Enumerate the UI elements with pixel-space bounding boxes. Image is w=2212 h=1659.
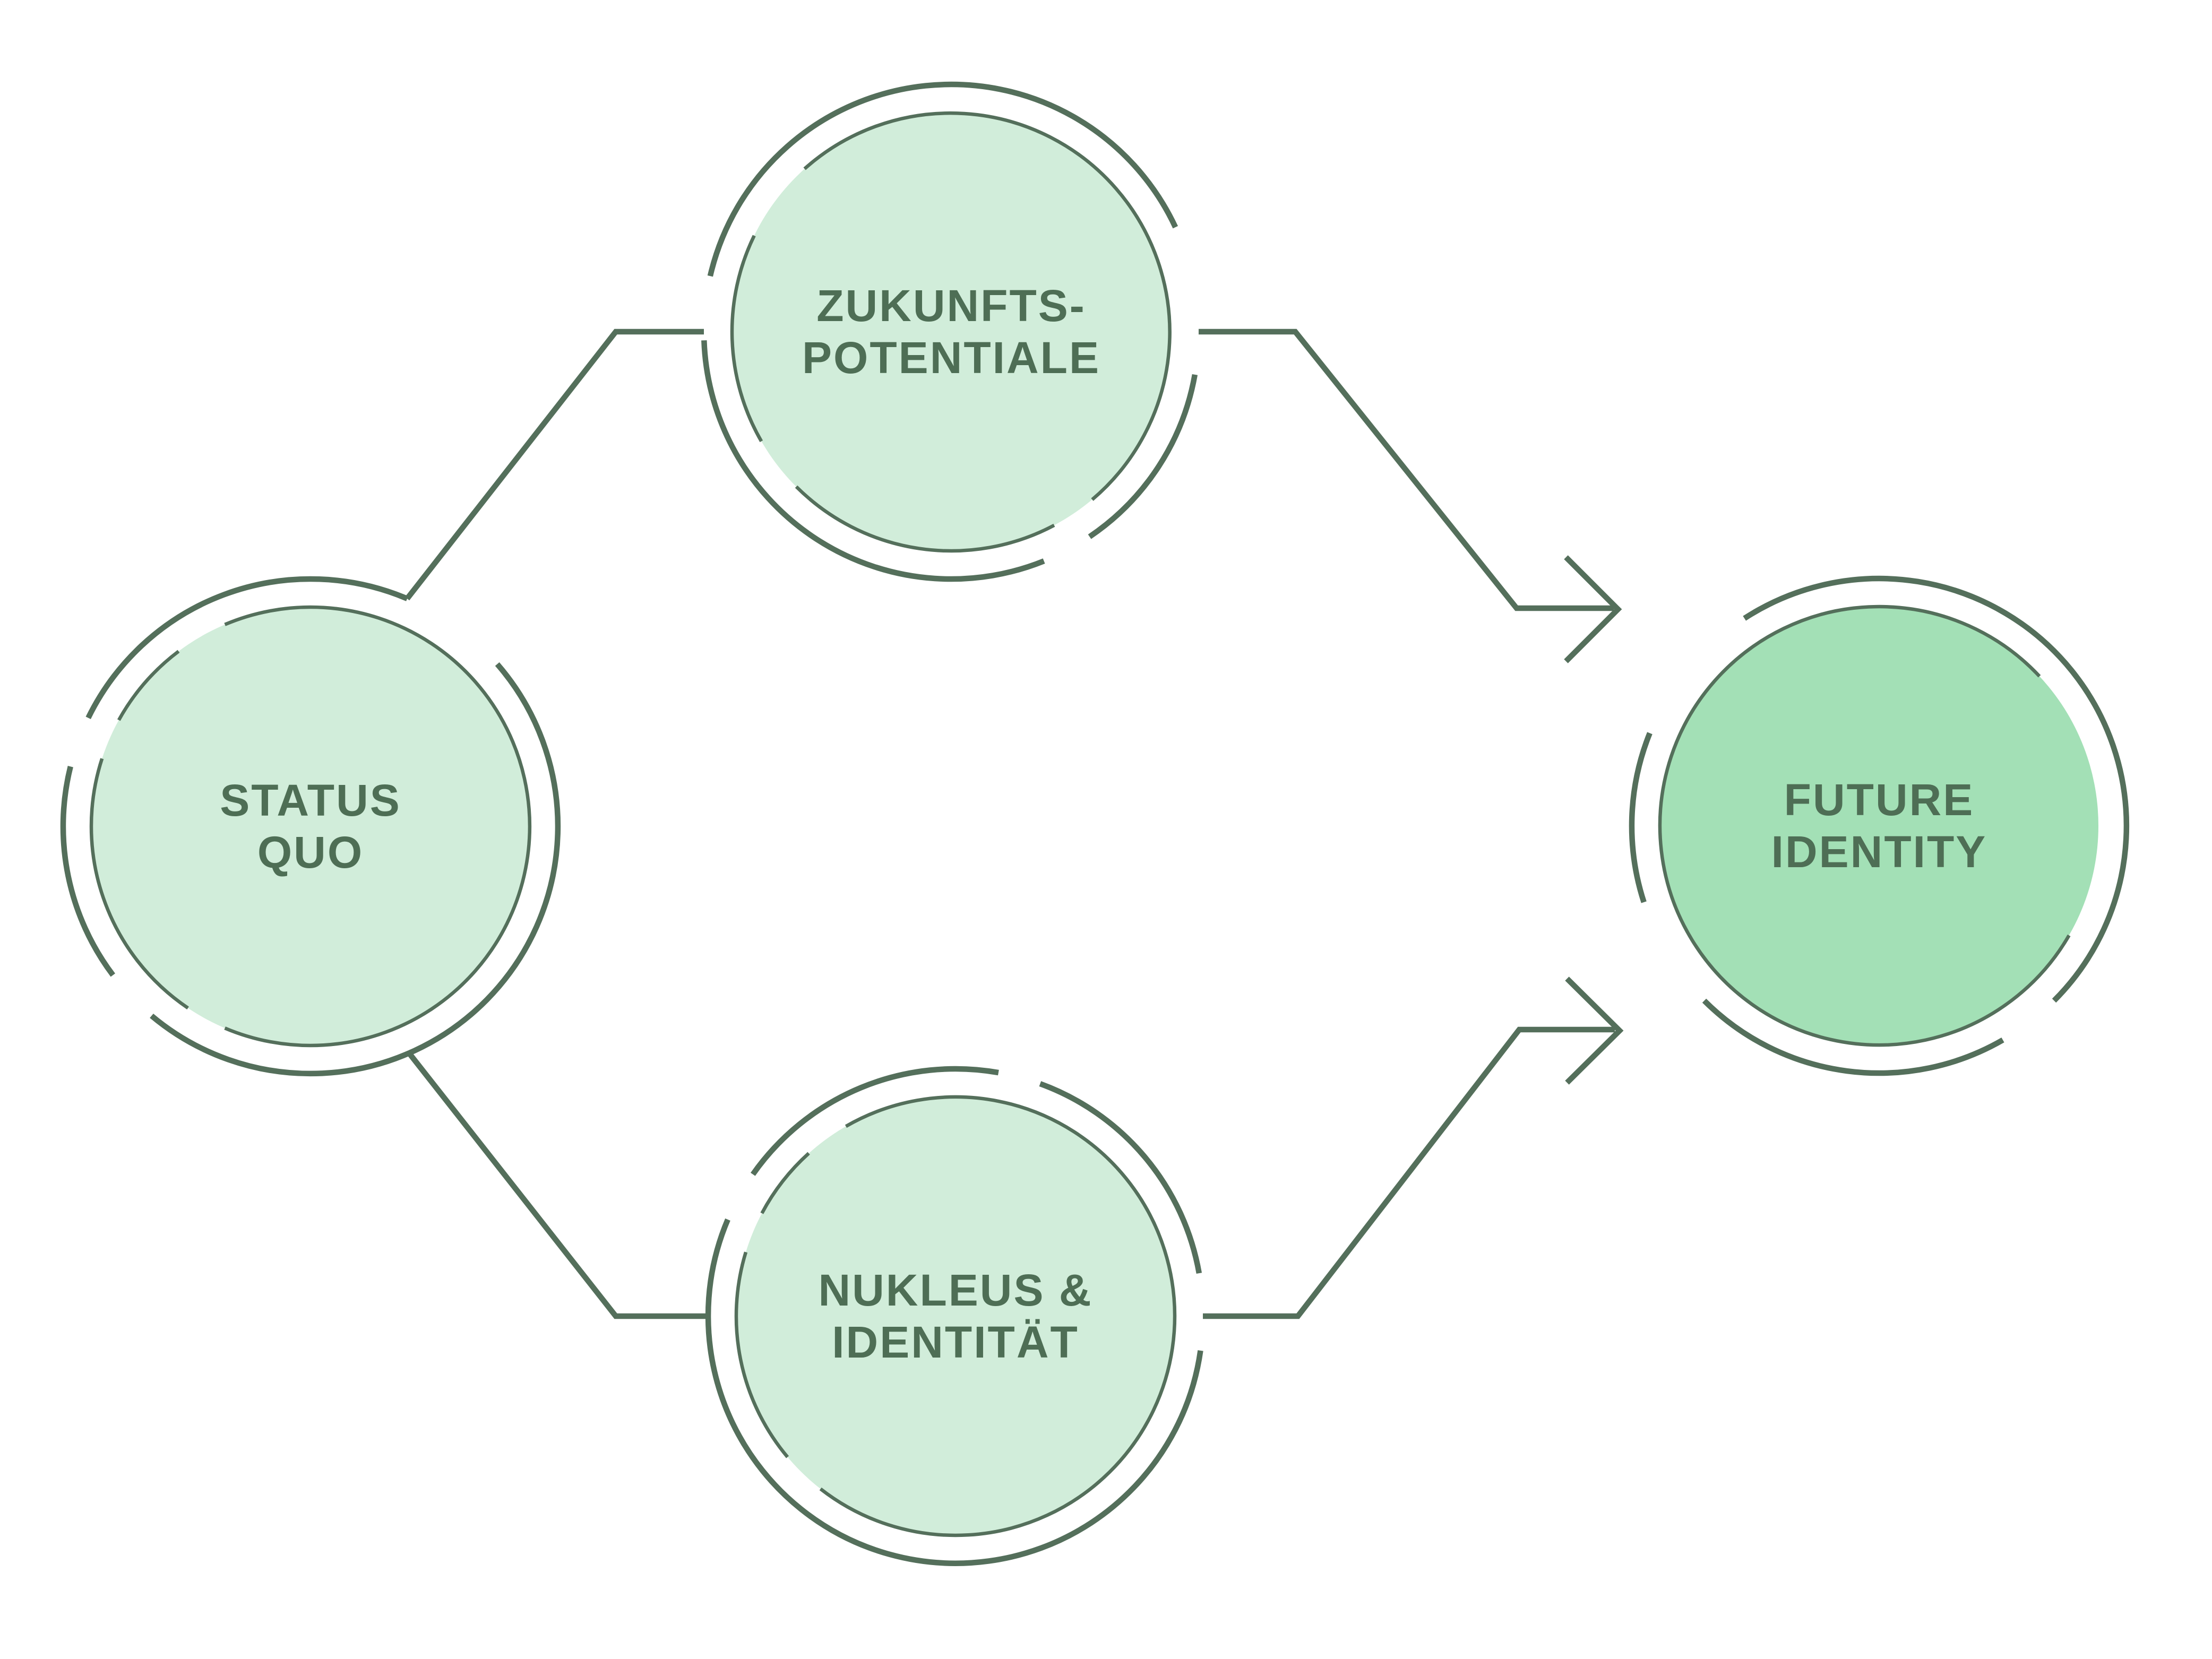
zukunftspotentiale-label-line2: POTENTIALE bbox=[802, 333, 1100, 383]
node-status-quo: STATUS QUO bbox=[60, 576, 561, 1077]
node-zukunftspotentiale: ZUKUNFTS- POTENTIALE bbox=[701, 81, 1198, 582]
nukleus-identitaet-ring-arcs bbox=[705, 1066, 1203, 1566]
status-quo-circle bbox=[91, 607, 530, 1045]
nukleus-identitaet-label-line2: IDENTITÄT bbox=[832, 1317, 1079, 1367]
inner-ring-arc bbox=[819, 1095, 1177, 1537]
outer-ring-arc bbox=[85, 576, 409, 720]
connectors bbox=[404, 329, 1624, 1319]
future-identity-circle bbox=[1660, 607, 2098, 1045]
inner-ring-arc bbox=[795, 485, 1055, 553]
inner-ring-arc bbox=[224, 605, 532, 1048]
inner-ring-arc bbox=[730, 235, 763, 443]
outer-ring-arc bbox=[1088, 374, 1198, 539]
connector-statusquo-to-zukunftspotentiale bbox=[404, 329, 704, 601]
outer-ring-arc bbox=[705, 1218, 1203, 1566]
zukunftspotentiale-ring-arcs bbox=[701, 81, 1198, 582]
status-quo-label-line1: STATUS bbox=[220, 775, 401, 825]
inner-ring-arc bbox=[734, 1251, 789, 1458]
future-identity-label-line2: IDENTITY bbox=[1771, 827, 1987, 877]
zukunftspotentiale-label-line1: ZUKUNFTS- bbox=[816, 281, 1086, 331]
status-quo-ring-arcs bbox=[60, 576, 561, 1077]
zukunftspotentiale-circle bbox=[732, 113, 1170, 551]
outer-ring-arc bbox=[150, 662, 561, 1077]
inner-ring-arc bbox=[89, 758, 189, 1010]
inner-ring-arc bbox=[760, 1152, 810, 1214]
inner-ring-arc bbox=[803, 111, 1172, 501]
outer-ring-arc bbox=[1039, 1081, 1202, 1274]
arrowhead-bottom-icon bbox=[1565, 977, 1624, 1085]
nukleus-identitaet-label-line1: NUKLEUS & bbox=[818, 1265, 1092, 1315]
node-future-identity: FUTURE IDENTITY bbox=[1629, 575, 2130, 1076]
outer-ring-arc bbox=[1743, 575, 2130, 1003]
outer-ring-arc bbox=[701, 340, 1045, 582]
inner-ring-arc bbox=[117, 650, 180, 721]
connector-nukleus-to-futureidentity bbox=[1203, 1026, 1615, 1319]
outer-ring-arc bbox=[1629, 732, 1652, 903]
status-quo-label-line2: QUO bbox=[257, 827, 364, 877]
outer-ring-arc bbox=[60, 766, 115, 977]
nukleus-identitaet-circle bbox=[736, 1097, 1175, 1535]
inner-ring-arc bbox=[1658, 604, 2071, 1047]
connector-zukunftspotentiale-to-futureidentity bbox=[1199, 329, 1614, 611]
future-identity-label-line1: FUTURE bbox=[1784, 775, 1975, 825]
arrowhead-top-icon bbox=[1564, 555, 1622, 663]
outer-ring-arc bbox=[707, 81, 1178, 277]
outer-ring-arc bbox=[751, 1066, 999, 1176]
outer-ring-arc bbox=[1702, 998, 2004, 1076]
future-identity-ring-arcs bbox=[1629, 575, 2130, 1076]
node-nukleus-identitaet: NUKLEUS & IDENTITÄT bbox=[705, 1066, 1203, 1566]
connector-statusquo-to-nukleus bbox=[405, 1049, 708, 1319]
